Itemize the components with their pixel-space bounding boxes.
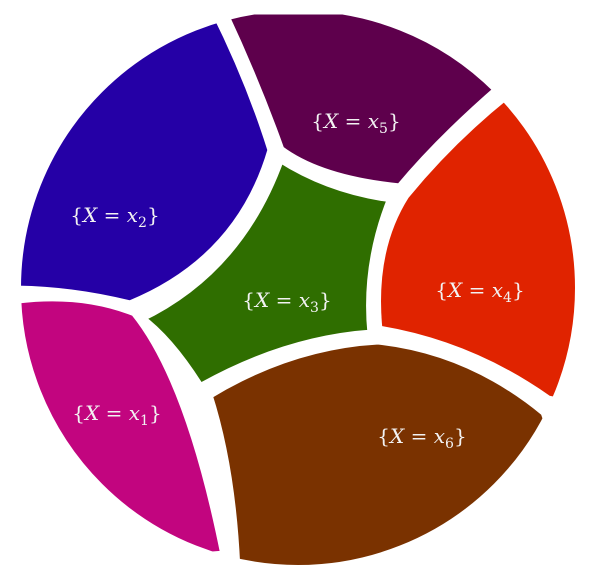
label-x2: {X = x2}: [70, 203, 159, 231]
region-x3: [135, 153, 397, 393]
label-x3: {X = x3}: [242, 288, 331, 316]
disk-rim: [15, 5, 581, 571]
label-x5: {X = x5}: [311, 109, 400, 137]
label-x4: {X = x4}: [435, 278, 524, 306]
region-x5: [217, 8, 505, 193]
region-x4: [372, 90, 578, 415]
label-x6: {X = x6}: [377, 424, 466, 452]
label-x1: {X = x1}: [72, 401, 161, 429]
